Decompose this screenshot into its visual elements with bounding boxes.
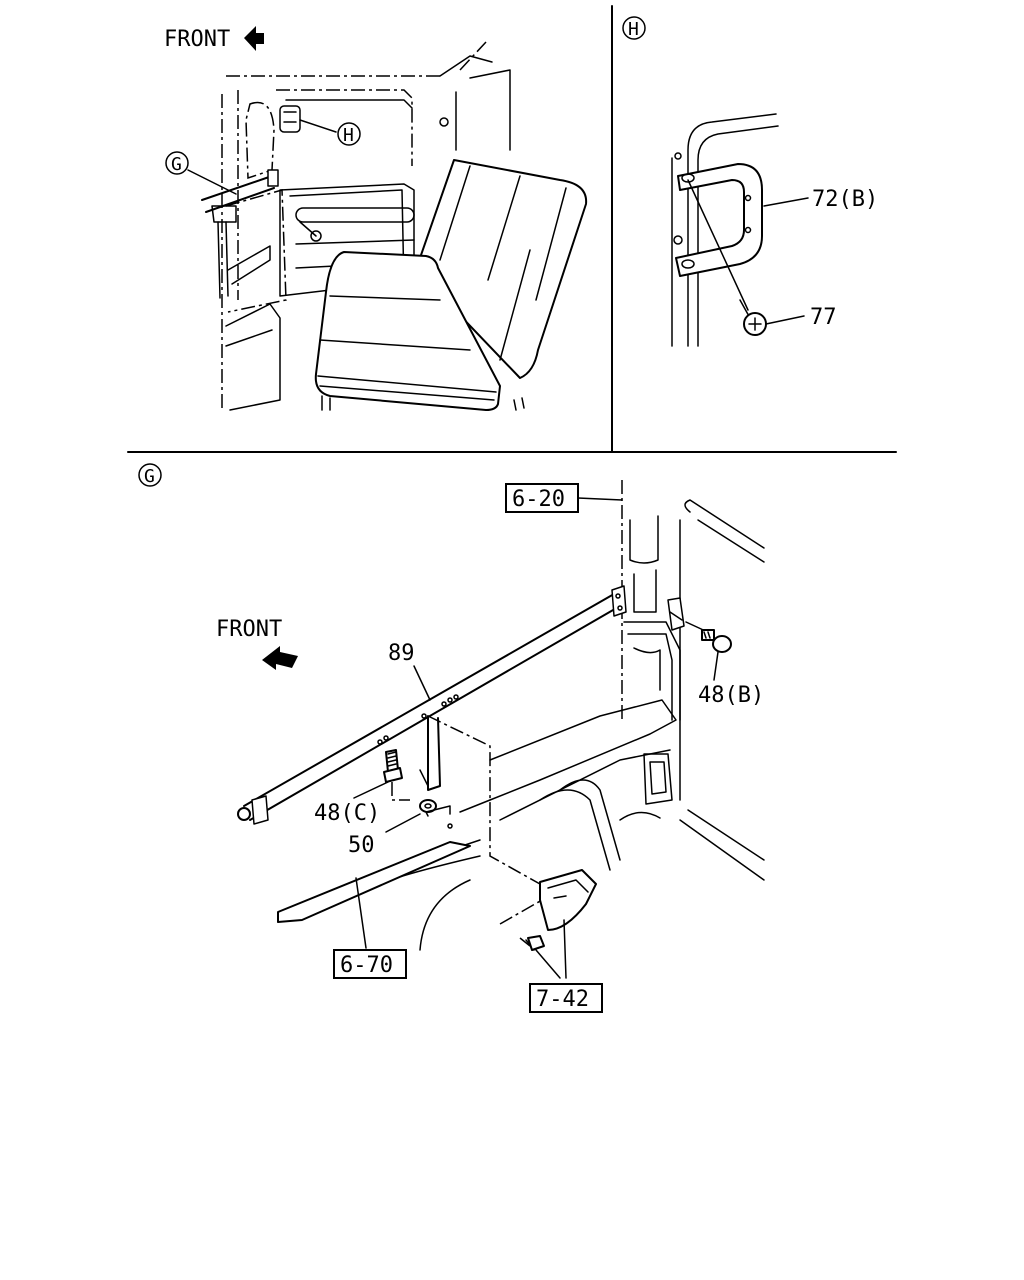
body-pillar bbox=[671, 113, 779, 347]
part-89-label: 89 bbox=[388, 641, 415, 666]
top-left-panel: FRONT bbox=[164, 26, 588, 411]
part-48c-label: 48(C) bbox=[314, 801, 380, 826]
assembly-leader-lines bbox=[391, 715, 543, 947]
hook-bracket-h: H bbox=[279, 105, 361, 146]
support-bar-89: 89 bbox=[237, 585, 627, 825]
front-seat bbox=[211, 101, 287, 411]
bolt-48b: 48(B) bbox=[667, 597, 764, 708]
part-72b-label: 72(B) bbox=[812, 187, 878, 212]
bottom-panel: G FRONT 6-20 bbox=[138, 463, 765, 1013]
ref-6-70-label: 6-70 bbox=[340, 953, 393, 978]
view-h-label: H bbox=[628, 19, 639, 40]
bolt-48c: 48(C) bbox=[314, 749, 403, 826]
hook-7-42: 7-42 bbox=[525, 869, 603, 1013]
top-right-panel: H 72(B) 77 bbox=[622, 16, 878, 347]
front-arrow-bottom-icon bbox=[262, 646, 298, 670]
callout-g-circle bbox=[165, 151, 189, 175]
view-g-label: G bbox=[144, 466, 155, 487]
cab-wall bbox=[621, 480, 765, 881]
part-77-label: 77 bbox=[810, 305, 837, 330]
callout-h-text: H bbox=[343, 125, 354, 146]
callout-g-text: G bbox=[171, 154, 182, 175]
ref-6-20: 6-20 bbox=[505, 483, 623, 513]
view-g-circle bbox=[138, 463, 162, 487]
strap-bracket bbox=[419, 713, 441, 791]
ref-7-42-label: 7-42 bbox=[536, 987, 589, 1012]
support-bar-g: G bbox=[165, 151, 279, 213]
hook-bracket-72b: 72(B) bbox=[675, 163, 878, 277]
front-label-top: FRONT bbox=[164, 27, 230, 52]
screw-77: 77 bbox=[687, 179, 837, 336]
washer-50: 50 bbox=[348, 799, 453, 858]
part-48b-label: 48(B) bbox=[698, 683, 764, 708]
rear-bench-seat bbox=[314, 159, 588, 411]
cab-outline bbox=[221, 41, 511, 410]
part-50-label: 50 bbox=[348, 833, 375, 858]
view-h-circle bbox=[622, 16, 646, 40]
side-rail-6-70: 6-70 bbox=[277, 841, 471, 979]
ref-6-20-label: 6-20 bbox=[512, 487, 565, 512]
floor-base bbox=[389, 699, 677, 951]
callout-h-circle bbox=[337, 122, 361, 146]
front-label-bottom: FRONT bbox=[216, 617, 282, 642]
front-arrow-icon bbox=[244, 26, 264, 51]
